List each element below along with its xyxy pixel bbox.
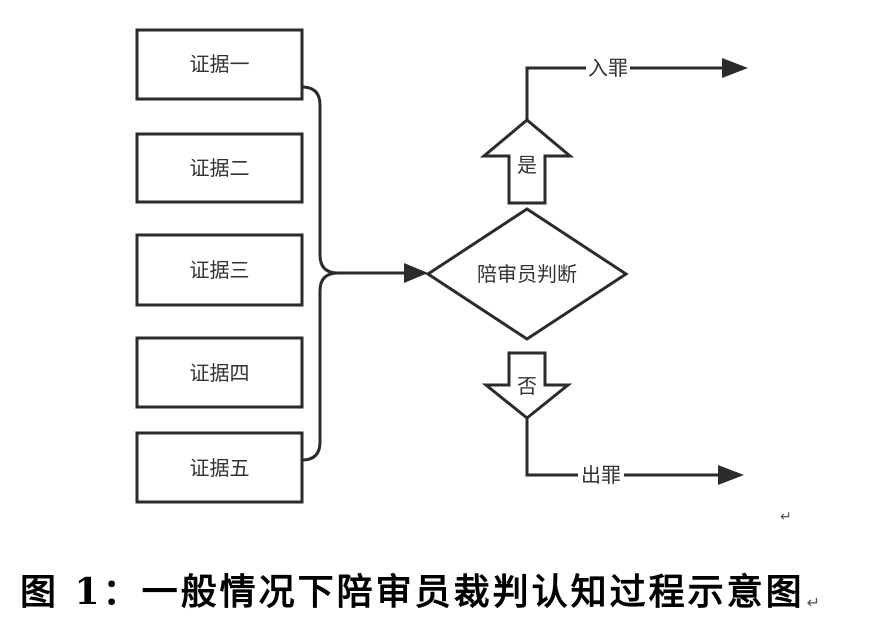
yes-label: 是 [517,153,537,177]
not-guilty-arrowhead [718,465,744,485]
evidence-box-4: 证据四 [135,336,304,409]
guilty-label: 入罪 [588,56,628,80]
evidence-label-5: 证据五 [190,456,250,480]
yes-arrow: 是 [479,118,575,205]
decision-label: 陪审员判断 [477,262,577,286]
caption-paragraph-mark: ↵ [806,593,820,612]
guilty-arrowhead [722,58,748,78]
merge-connector-top [301,85,404,275]
not-guilty-connector [525,418,578,477]
merge-connector-bottom [301,271,339,462]
evidence-label-3: 证据三 [190,258,250,282]
evidence-label-2: 证据二 [190,156,250,180]
no-label: 否 [517,374,537,398]
paragraph-mark: ↵ [780,509,792,525]
evidence-box-3: 证据三 [135,233,304,307]
figure-caption: 图 1：一般情况下陪审员裁判认知过程示意图↵ [20,568,820,616]
not-guilty-label: 出罪 [581,463,621,487]
arrow-into-decision [404,263,428,283]
guilty-connector [525,66,586,120]
evidence-label-4: 证据四 [190,361,250,385]
evidence-box-5: 证据五 [135,431,304,504]
evidence-label-1: 证据一 [190,52,250,76]
evidence-box-1: 证据一 [135,28,304,101]
evidence-box-2: 证据二 [135,132,304,204]
caption-text: 图 1：一般情况下陪审员裁判认知过程示意图 [20,571,805,613]
decision-diamond: 陪审员判断 [425,207,629,341]
no-arrow: 否 [481,351,573,420]
